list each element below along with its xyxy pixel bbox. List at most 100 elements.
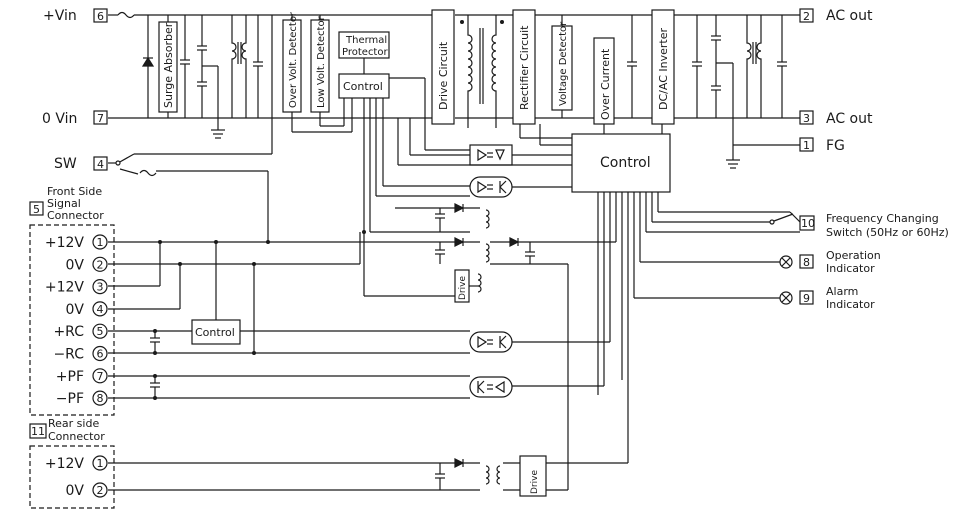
front-pin-label: +12V xyxy=(45,280,85,296)
svg-text:4: 4 xyxy=(97,158,104,171)
svg-text:SW: SW xyxy=(54,156,77,172)
low-volt-detector: Low Volt. Detector xyxy=(310,15,344,127)
svg-text:Low Volt. Detector: Low Volt. Detector xyxy=(316,15,327,108)
terminal-vin-zero: 0 Vin 7 xyxy=(42,110,108,127)
rear-connector-wiring xyxy=(108,458,628,491)
front-pin-label: +PF xyxy=(56,369,84,385)
dcac-inverter: DC/AC Inverter xyxy=(651,9,675,134)
aux-supply-1 xyxy=(395,203,490,232)
control-top: Control xyxy=(338,73,425,132)
drive-circuit: Drive Circuit xyxy=(431,9,504,128)
rear-pin-number: 1 xyxy=(97,457,104,470)
svg-text:Rear side: Rear side xyxy=(48,417,99,430)
thermal-protector: Thermal Protector xyxy=(338,31,390,74)
svg-text:Drive: Drive xyxy=(458,276,468,300)
svg-text:9: 9 xyxy=(803,292,810,305)
svg-text:FG: FG xyxy=(826,138,845,154)
over-volt-detector: Over Volt. Detector xyxy=(282,11,352,133)
svg-text:5: 5 xyxy=(33,203,40,216)
svg-text:Protector: Protector xyxy=(342,47,388,58)
front-pin-circle xyxy=(92,256,108,272)
rear-pin-circle xyxy=(92,455,108,471)
rear-side-connector: 11 Rear side Connector +12V 1 0V 2 xyxy=(29,417,115,509)
svg-text:Over Volt. Detector: Over Volt. Detector xyxy=(288,11,299,108)
svg-text:Over Current: Over Current xyxy=(599,48,612,120)
terminal-ac-out-2: 3 AC out xyxy=(799,110,873,127)
output-filter xyxy=(692,15,800,169)
svg-text:Control: Control xyxy=(343,80,383,93)
svg-text:Connector: Connector xyxy=(47,209,104,222)
svg-text:Surge Absorber: Surge Absorber xyxy=(162,22,175,108)
svg-text:Control: Control xyxy=(600,155,651,171)
control-bottom-wiring xyxy=(597,192,801,463)
svg-text:Alarm: Alarm xyxy=(826,285,858,298)
svg-text:10: 10 xyxy=(801,217,815,230)
front-pin-label: +12V xyxy=(45,235,85,251)
svg-text:Front Side: Front Side xyxy=(47,185,102,198)
rectifier-circuit: Rectifier Circuit xyxy=(512,9,536,125)
terminal-fg: 1 FG xyxy=(799,137,845,154)
front-pin-circle xyxy=(92,345,108,362)
svg-text:Connector: Connector xyxy=(48,430,105,443)
front-pin-number: 8 xyxy=(97,392,104,405)
terminal-sw: SW 4 xyxy=(54,156,108,172)
front-pin-number: 6 xyxy=(97,348,104,361)
operation-indicator: 8 Operation Indicator xyxy=(779,249,881,275)
control-left: Control xyxy=(191,319,241,345)
front-pin-number: 2 xyxy=(97,258,104,271)
front-pin-circle xyxy=(92,301,108,317)
svg-text:7: 7 xyxy=(97,112,104,125)
front-pin-circle xyxy=(92,390,108,406)
optocoupler-upper xyxy=(469,144,513,166)
svg-text:1: 1 xyxy=(803,139,810,152)
optocoupler-pf xyxy=(469,376,604,398)
input-filter: Surge Absorber xyxy=(141,15,263,139)
front-pin-label: −PF xyxy=(56,391,84,407)
svg-text:2: 2 xyxy=(803,10,810,23)
front-pin-number: 1 xyxy=(97,236,104,249)
terminal-vin-plus: +Vin 6 xyxy=(43,8,108,24)
front-pin-1: +12V 1 xyxy=(45,234,108,251)
svg-text:Signal: Signal xyxy=(47,197,81,210)
svg-text:AC out: AC out xyxy=(826,8,873,24)
front-connector-wiring xyxy=(108,230,470,400)
rear-pin-1: +12V 1 xyxy=(45,455,108,472)
front-pin-label: −RC xyxy=(53,347,84,363)
front-pin-circle xyxy=(92,368,108,384)
front-pin-8: −PF 8 xyxy=(56,390,108,407)
drive-small-upper: Drive xyxy=(454,269,482,303)
aux-supply-2 xyxy=(160,237,616,490)
svg-text:Switch (50Hz or 60Hz): Switch (50Hz or 60Hz) xyxy=(826,226,949,239)
front-pin-label: +RC xyxy=(53,324,84,340)
optocoupler-rc xyxy=(469,331,610,353)
rear-pin-label: 0V xyxy=(66,483,85,499)
output-cap xyxy=(627,15,637,118)
optocoupler-mid xyxy=(469,176,513,198)
svg-text:DC/AC Inverter: DC/AC Inverter xyxy=(657,28,670,110)
over-current: Over Current xyxy=(593,37,615,134)
svg-text:Voltage Detector: Voltage Detector xyxy=(558,21,569,106)
front-pin-circle xyxy=(92,234,108,250)
svg-text:11: 11 xyxy=(31,425,45,438)
rear-pin-label: +12V xyxy=(45,456,85,472)
svg-text:0 Vin: 0 Vin xyxy=(42,111,77,127)
rear-pin-circle xyxy=(92,482,108,498)
rear-pin-2: 0V 2 xyxy=(66,482,108,499)
svg-text:+Vin: +Vin xyxy=(43,8,77,24)
svg-text:Thermal: Thermal xyxy=(345,35,387,46)
control-wiring xyxy=(363,78,572,297)
rear-pin-number: 2 xyxy=(97,484,104,497)
svg-text:Operation: Operation xyxy=(826,249,881,262)
svg-text:3: 3 xyxy=(803,112,810,125)
front-pin-circle xyxy=(92,323,108,339)
control-main: Control xyxy=(571,133,671,193)
svg-text:Indicator: Indicator xyxy=(826,262,875,275)
alarm-indicator: 9 Alarm Indicator xyxy=(779,285,875,311)
terminal-ac-out-1: 2 AC out xyxy=(799,8,873,24)
sw-wiring xyxy=(108,15,273,240)
